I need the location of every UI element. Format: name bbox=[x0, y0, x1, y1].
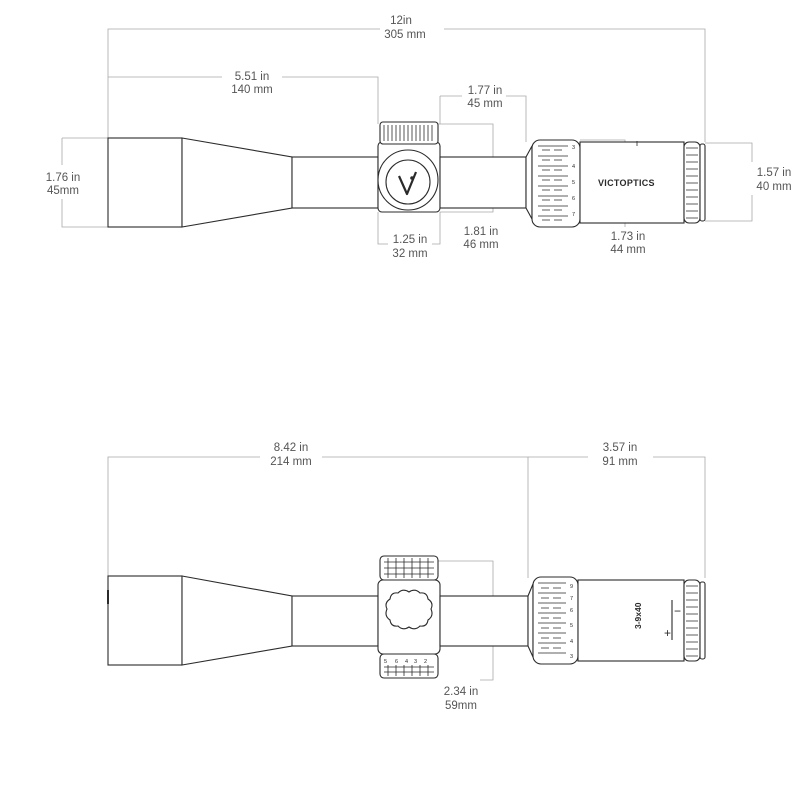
turret-height-in: 1.81 in bbox=[464, 226, 499, 238]
side-elevation-knurl bbox=[384, 558, 434, 578]
turret-height-mm: 46 mm bbox=[463, 239, 498, 251]
overall-length-mm: 305 mm bbox=[384, 29, 426, 41]
eyepiece-ring-mm: 44 mm bbox=[610, 244, 645, 256]
magnification-label: 3-9x40 bbox=[633, 602, 643, 629]
brand-label: VICTOPTICS bbox=[598, 178, 655, 188]
eye-section-in: 3.57 in bbox=[603, 442, 638, 454]
turret-span-mm: 59mm bbox=[445, 700, 477, 712]
svg-text:4: 4 bbox=[570, 639, 573, 645]
top-dimension-labels: 12in 305 mm 5.51 in 140 mm 1.77 in 45 mm… bbox=[46, 15, 792, 260]
side-eyepiece-taper bbox=[527, 583, 534, 658]
top-elevation-turret bbox=[379, 121, 439, 145]
svg-text:7: 7 bbox=[572, 212, 575, 218]
side-focus-ring-knurl bbox=[686, 585, 698, 657]
side-main-tube bbox=[291, 595, 379, 647]
top-objective-bell bbox=[107, 137, 183, 228]
objective-to-turret-mm: 140 mm bbox=[231, 84, 273, 96]
objective-to-ring-mm: 214 mm bbox=[270, 456, 312, 468]
top-taper bbox=[181, 137, 293, 228]
side-rear-tube bbox=[439, 595, 529, 647]
plus-mark: + bbox=[664, 626, 671, 640]
side-dimension-labels: 8.42 in 214 mm 3.57 in 91 mm 2.34 in 59m… bbox=[270, 442, 637, 712]
top-turret-knurl bbox=[383, 125, 433, 141]
side-eyepiece-body bbox=[577, 579, 685, 662]
svg-text:3: 3 bbox=[414, 659, 417, 665]
top-view: 3 4 5 6 7 VICTOPTICS 12in 305 mm 5.51 in… bbox=[46, 15, 792, 260]
svg-text:3: 3 bbox=[572, 145, 575, 151]
side-taper bbox=[181, 575, 293, 666]
top-power-ring-knurl bbox=[538, 145, 568, 221]
objective-to-turret-in: 5.51 in bbox=[235, 71, 270, 83]
side-windage-knurl bbox=[384, 665, 434, 676]
top-eyepiece-taper bbox=[525, 145, 533, 220]
top-scope-body: 3 4 5 6 7 VICTOPTICS bbox=[107, 121, 706, 228]
svg-text:6: 6 bbox=[572, 196, 575, 202]
saddle-width-in: 1.25 in bbox=[393, 234, 428, 246]
objective-diameter-mm: 45mm bbox=[47, 185, 79, 197]
side-power-ring-knurl bbox=[538, 582, 566, 654]
top-eyecup bbox=[699, 143, 706, 222]
svg-text:3: 3 bbox=[570, 654, 573, 660]
objective-to-ring-in: 8.42 in bbox=[274, 442, 309, 454]
svg-text:6: 6 bbox=[395, 659, 398, 665]
side-eyecup bbox=[699, 581, 706, 660]
turret-width-in: 1.77 in bbox=[468, 85, 503, 97]
eyepiece-ring-in: 1.73 in bbox=[611, 231, 646, 243]
top-windage-cap-inner bbox=[385, 159, 431, 205]
top-rear-tube bbox=[439, 156, 527, 209]
diopter-adjust-marks: − + bbox=[664, 600, 681, 640]
objective-diameter-in: 1.76 in bbox=[46, 172, 81, 184]
saddle-width-mm: 32 mm bbox=[392, 248, 427, 260]
top-focus-ring-knurl bbox=[686, 147, 698, 219]
svg-text:6: 6 bbox=[570, 608, 573, 614]
top-power-scale: 3 4 5 6 7 bbox=[572, 145, 575, 218]
eye-section-mm: 91 mm bbox=[602, 456, 637, 468]
side-windage-turret bbox=[379, 653, 439, 679]
svg-text:9: 9 bbox=[570, 584, 573, 590]
svg-text:4: 4 bbox=[405, 659, 408, 665]
turret-span-in: 2.34 in bbox=[444, 686, 479, 698]
svg-text:7: 7 bbox=[570, 596, 573, 602]
top-main-tube bbox=[291, 156, 379, 209]
svg-text:4: 4 bbox=[572, 164, 575, 170]
overall-length-in: 12in bbox=[390, 15, 412, 27]
svg-text:5: 5 bbox=[384, 659, 387, 665]
svg-text:5: 5 bbox=[572, 180, 575, 186]
eyepiece-diameter-mm: 40 mm bbox=[756, 181, 791, 193]
top-eyepiece-body bbox=[579, 141, 685, 224]
side-parallax-knob bbox=[385, 589, 433, 630]
turret-width-mm: 45 mm bbox=[467, 98, 502, 110]
svg-text:5: 5 bbox=[570, 623, 573, 629]
victoptics-v-logo bbox=[397, 171, 418, 196]
minus-mark: − bbox=[674, 604, 681, 618]
side-objective-bell bbox=[107, 575, 183, 666]
top-dimension-lines bbox=[61, 28, 753, 245]
eyepiece-diameter-in: 1.57 in bbox=[757, 167, 792, 179]
side-power-ring bbox=[532, 576, 579, 665]
svg-text:2: 2 bbox=[424, 659, 427, 665]
